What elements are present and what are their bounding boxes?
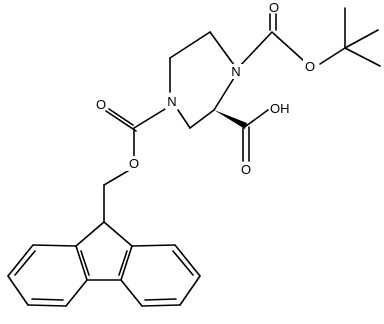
bond-c9-c8a — [103, 221, 133, 247]
bond-c2-c1 — [7, 244, 34, 277]
atom-labels: N N O O OH O O O — [96, 0, 318, 177]
atom-cooh-o: O — [241, 162, 251, 177]
bond-c-fmoc-o-carbonyl-a — [105, 110, 137, 132]
bond-c-fmoc-o-carbonyl-b — [108, 108, 134, 126]
bond-c5-c6 — [169, 31, 211, 59]
atom-boc-o-ether: O — [305, 59, 315, 74]
bond-c5-c6 — [141, 304, 181, 307]
bond-c3-c2 — [7, 275, 29, 306]
bond-c2-c3 — [189, 109, 215, 129]
bond-c8a-c4b — [120, 245, 133, 281]
bond-cooh-oh — [245, 109, 269, 127]
bond-c6-c7 — [179, 275, 201, 306]
bond-ctert-me3 — [344, 47, 381, 67]
bond-c8-c8a — [131, 244, 176, 247]
atom-boc-o-carbonyl: O — [269, 0, 279, 15]
bond-c8a-c4b-inner — [118, 250, 128, 276]
bonds — [7, 7, 381, 307]
bond-c1-c9a — [32, 244, 77, 247]
bond-ctert-me2 — [344, 29, 379, 49]
atom-cooh-oh: OH — [270, 101, 290, 116]
bond-c4b-c5 — [120, 279, 143, 307]
bond-c9-c9a — [75, 221, 105, 247]
bond-c7-c8 — [174, 244, 201, 277]
atom-n1: N — [231, 64, 240, 79]
wedge-bond-c2-cooh — [214, 110, 247, 129]
bond-c2-c1-inner — [14, 250, 36, 276]
bond-c4-c3-inner — [31, 298, 64, 301]
atom-fmoc-o-carbonyl: O — [96, 97, 106, 112]
bond-c6-n1 — [209, 31, 235, 66]
atom-fmoc-o-ether: O — [129, 156, 139, 171]
bond-n4-c-fmoc — [133, 108, 166, 129]
bond-o-ch2 — [103, 170, 129, 186]
bond-c7-c8-inner — [172, 250, 194, 276]
atom-n4: N — [167, 94, 176, 109]
bond-c9a-c4a — [75, 245, 88, 281]
bond-c3-n4 — [177, 109, 191, 129]
bond-n1-c-boc — [237, 31, 273, 69]
bond-c4a-c4 — [65, 279, 88, 307]
bond-o-ether-ctert — [319, 47, 346, 65]
bond-c9a-c4a-inner — [80, 250, 90, 276]
bond-c5-c6-inner — [144, 298, 177, 301]
bond-c4-c3 — [27, 304, 67, 307]
bond-n1-c2 — [213, 77, 235, 111]
bond-c-boc-o-ether — [272, 32, 305, 62]
